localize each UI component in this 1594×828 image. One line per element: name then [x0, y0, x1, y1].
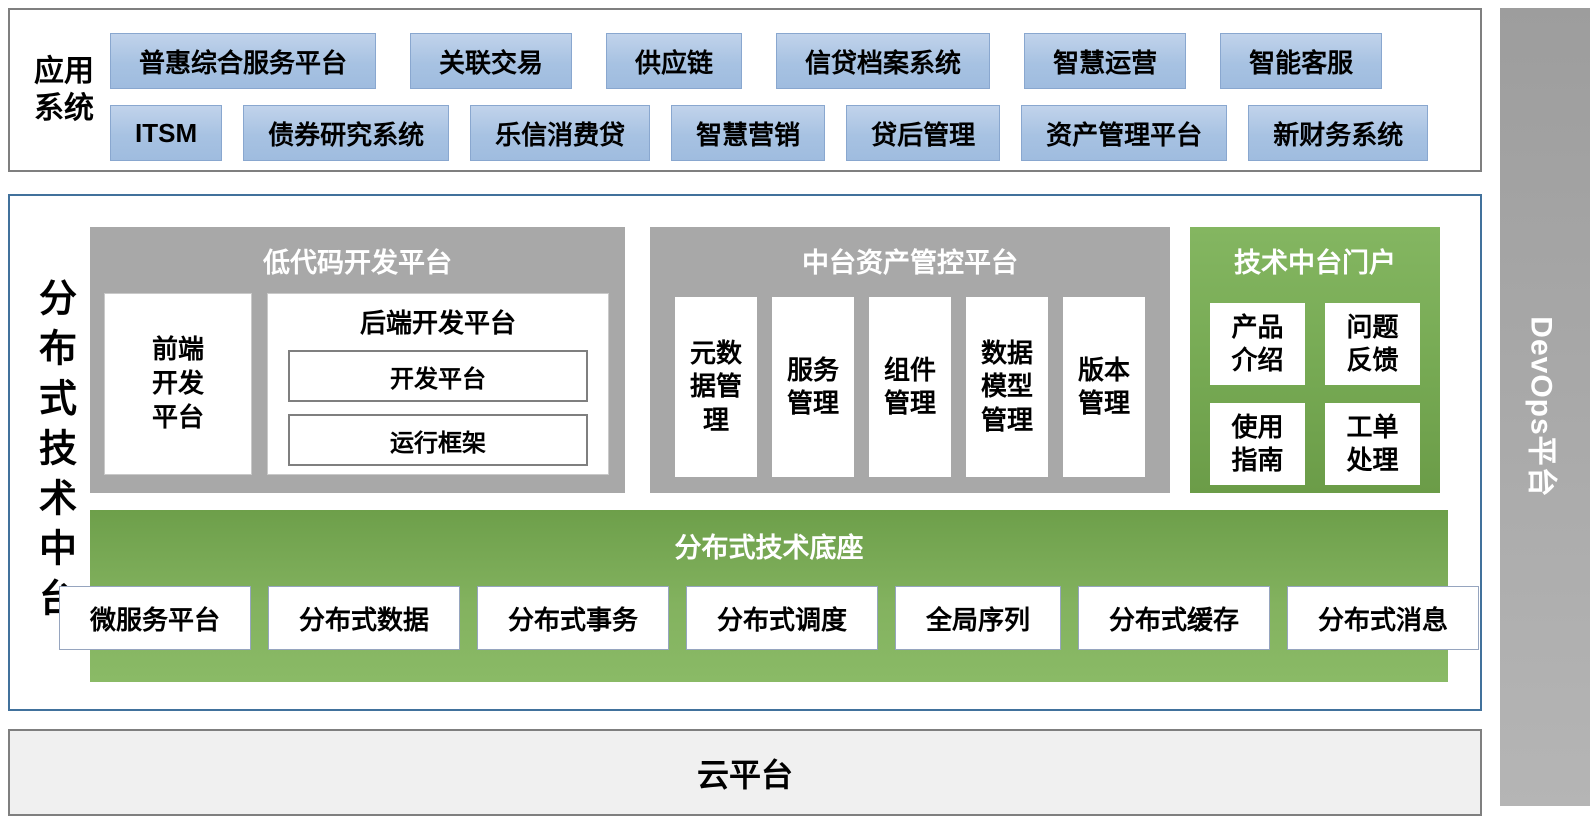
app-system-box: 智慧营销 — [671, 105, 826, 161]
distributed-base-card: 分布式数据 — [267, 586, 460, 650]
cloud-platform-bar: 云平台 — [8, 729, 1482, 816]
devops-platform-bar: DevOps平台 — [1500, 8, 1590, 806]
tech-portal-card-label: 产品介绍 — [1231, 311, 1284, 375]
app-systems-row-2: ITSM 债券研究系统 乐信消费贷 智慧营销 贷后管理 资产管理平台 新财务系统 — [110, 105, 1462, 161]
distributed-base-header: 分布式技术底座 — [674, 532, 864, 563]
app-system-box: ITSM — [110, 105, 223, 161]
tech-portal-card-label: 工单处理 — [1346, 411, 1399, 475]
app-systems-rows: 普惠综合服务平台 关联交易 供应链 信贷档案系统 智慧运营 智能客服 ITSM … — [110, 10, 1462, 170]
asset-control-column-label: 元数据管理 — [689, 338, 742, 435]
distributed-base-card: 分布式缓存 — [1078, 586, 1271, 650]
low-code-platform-header: 低代码开发平台 — [263, 247, 452, 278]
low-code-platform-panel: 低代码开发平台 前端开发平台 后端开发平台 开发平台 运行框架 — [90, 227, 625, 493]
backend-platform-item: 运行框架 — [288, 414, 588, 466]
app-system-box: 乐信消费贷 — [470, 105, 651, 161]
app-system-box: 新财务系统 — [1248, 105, 1429, 161]
frontend-platform-label: 前端开发平台 — [151, 334, 204, 432]
backend-platform-box: 后端开发平台 开发平台 运行框架 — [267, 293, 609, 475]
app-system-box: 资产管理平台 — [1021, 105, 1228, 161]
distributed-base-card: 全局序列 — [895, 586, 1062, 650]
distributed-base-card: 分布式调度 — [686, 586, 879, 650]
app-system-box: 普惠综合服务平台 — [110, 33, 377, 89]
app-systems-panel: 应用系统 普惠综合服务平台 关联交易 供应链 信贷档案系统 智慧运营 智能客服 — [8, 8, 1482, 172]
app-system-box: 贷后管理 — [846, 105, 1001, 161]
tech-portal-header: 技术中台门户 — [1234, 247, 1396, 278]
asset-control-column-label: 数据模型管理 — [980, 338, 1033, 435]
asset-control-columns: 元数据管理 服务管理 组件管理 数据模型管理 版本管理 — [650, 297, 1170, 477]
distributed-base-panel: 分布式技术底座 微服务平台 分布式数据 分布式事务 分布式调度 全局序列 分布式… — [58, 510, 1480, 682]
distributed-base-card: 分布式事务 — [476, 586, 669, 650]
app-system-box: 关联交易 — [410, 33, 573, 89]
frontend-platform-box: 前端开发平台 — [104, 293, 252, 475]
tech-portal-card-label: 问题反馈 — [1346, 311, 1399, 375]
asset-control-column: 版本管理 — [1063, 297, 1145, 477]
asset-control-column: 服务管理 — [772, 297, 854, 477]
distributed-platform-title: 分布式技术中台 — [32, 277, 78, 628]
devops-platform-label: DevOps平台 — [1525, 316, 1559, 498]
distributed-base-card: 微服务平台 — [58, 586, 251, 650]
app-systems-label: 应用系统 — [34, 54, 94, 126]
tech-portal-card: 问题反馈 — [1325, 303, 1420, 385]
asset-control-column-label: 组件管理 — [883, 354, 936, 418]
backend-platform-items: 开发平台 运行框架 — [268, 350, 608, 466]
asset-control-platform-header: 中台资产管控平台 — [802, 247, 1018, 278]
tech-portal-grid: 产品介绍 问题反馈 使用指南 工单处理 — [1210, 303, 1420, 485]
app-system-box: 智慧运营 — [1024, 33, 1187, 89]
distributed-base-card: 分布式消息 — [1287, 586, 1480, 650]
app-system-box: 智能客服 — [1220, 33, 1383, 89]
tech-portal-card: 使用指南 — [1210, 403, 1305, 485]
asset-control-column-label: 版本管理 — [1077, 354, 1130, 418]
asset-control-column: 组件管理 — [869, 297, 951, 477]
app-systems-row-1: 普惠综合服务平台 关联交易 供应链 信贷档案系统 智慧运营 智能客服 — [110, 33, 1462, 89]
asset-control-column: 数据模型管理 — [966, 297, 1048, 477]
asset-control-column: 元数据管理 — [675, 297, 757, 477]
tech-portal-card-label: 使用指南 — [1231, 411, 1284, 475]
distributed-platform-panel: 分布式技术中台 低代码开发平台 前端开发平台 后端开发平台 开发平台 运行框架 — [8, 194, 1482, 711]
asset-control-platform-panel: 中台资产管控平台 元数据管理 服务管理 组件管理 — [650, 227, 1170, 493]
app-system-box: 债券研究系统 — [243, 105, 450, 161]
tech-portal-card: 工单处理 — [1325, 403, 1420, 485]
tech-portal-card: 产品介绍 — [1210, 303, 1305, 385]
app-system-box: 信贷档案系统 — [776, 33, 991, 89]
low-code-platform-body: 前端开发平台 后端开发平台 开发平台 运行框架 — [104, 293, 609, 475]
app-system-box: 供应链 — [606, 33, 743, 89]
asset-control-column-label: 服务管理 — [786, 354, 839, 418]
tech-portal-panel: 技术中台门户 产品介绍 问题反馈 使用指南 工单处 — [1190, 227, 1440, 493]
cloud-platform-label: 云平台 — [696, 756, 793, 793]
backend-platform-title: 后端开发平台 — [359, 307, 516, 338]
backend-platform-item: 开发平台 — [288, 350, 588, 402]
distributed-base-cards: 微服务平台 分布式数据 分布式事务 分布式调度 全局序列 分布式缓存 分布式消息 — [58, 586, 1480, 650]
